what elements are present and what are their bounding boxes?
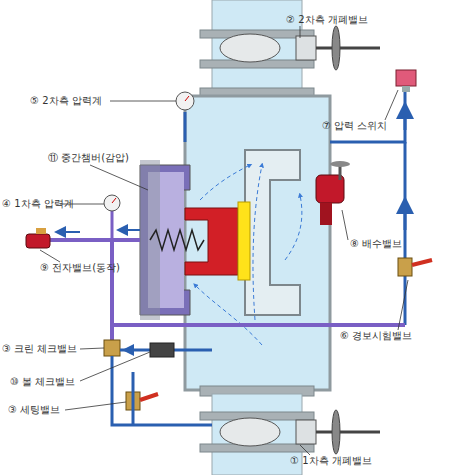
callout-label: ⑧ 배수밸브 [350,238,402,250]
callout-label: ③ 크린 체크밸브 [2,343,77,355]
callout-label: ⑦ 압력 스위치 [322,120,387,132]
callout-label: ② 2차측 개폐밸브 [286,14,368,26]
callout-label: ④ 1차측 압력계 [2,198,74,210]
callout-label: ⑥ 경보시험밸브 [340,330,412,342]
callout-label: ⑤ 2차측 압력계 [30,95,102,107]
callout-label: ⑩ 볼 체크밸브 [10,376,75,388]
callout-label: ③ 세팅밸브 [8,404,60,416]
callout-label: ① 1차측 개폐밸브 [290,455,372,467]
callout-label: ⑨ 전자밸브(동작) [40,262,120,274]
callout-label: ⑪ 중간챔버(감압) [48,152,129,164]
